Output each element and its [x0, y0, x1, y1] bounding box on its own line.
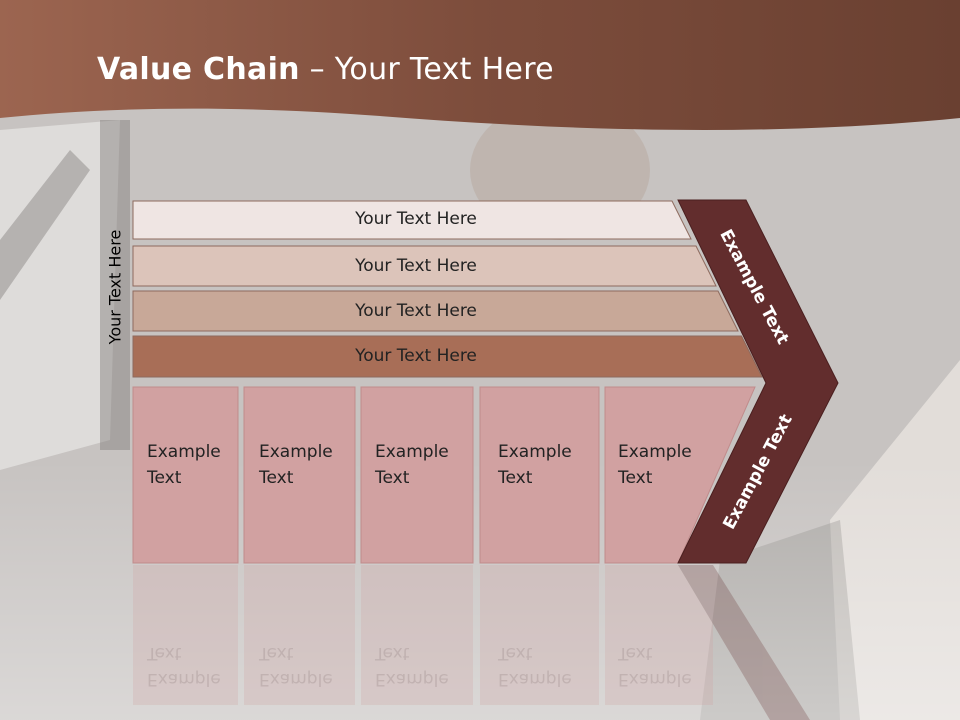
header-band: [0, 0, 960, 131]
bar-4-label: Your Text Here: [355, 346, 477, 366]
cell-3: [360, 386, 474, 564]
bar-1: [132, 200, 692, 240]
cell-4-text: Example Text: [498, 439, 572, 491]
bar-1-label: Your Text Here: [355, 209, 477, 229]
bar-3-label: Your Text Here: [355, 301, 477, 321]
cell-2-line1: Example: [259, 442, 333, 462]
cell-5-text: Example Text: [618, 439, 692, 491]
cell-5-line1: Example: [618, 442, 692, 462]
cell-2: [243, 386, 356, 564]
cell-4-line2: Text: [498, 468, 533, 488]
title-bold: Value Chain: [97, 52, 300, 87]
cell-1-line1: Example: [147, 442, 221, 462]
cell-5-line2: Text: [618, 468, 653, 488]
bar-4: [132, 335, 763, 378]
cell-2-text: Example Text: [259, 439, 333, 491]
bar-2-label: Your Text Here: [355, 256, 477, 276]
chevron-arrow: [677, 199, 839, 564]
title-rest: – Your Text Here: [299, 52, 554, 87]
cell-4-line1: Example: [498, 442, 572, 462]
side-label-text: Your Text Here: [105, 229, 125, 345]
cell-2-line2: Text: [259, 468, 294, 488]
cell-3-line2: Text: [375, 468, 410, 488]
cell-3-text: Example Text: [375, 439, 449, 491]
bar-2: [132, 245, 717, 287]
cell-4: [479, 386, 600, 564]
bar-3: [132, 290, 739, 332]
page-title: Value Chain – Your Text Here: [97, 52, 554, 87]
cell-1-text: Example Text: [147, 439, 221, 491]
cell-3-line1: Example: [375, 442, 449, 462]
cell-1: [132, 386, 239, 564]
cell-1-line2: Text: [147, 468, 182, 488]
